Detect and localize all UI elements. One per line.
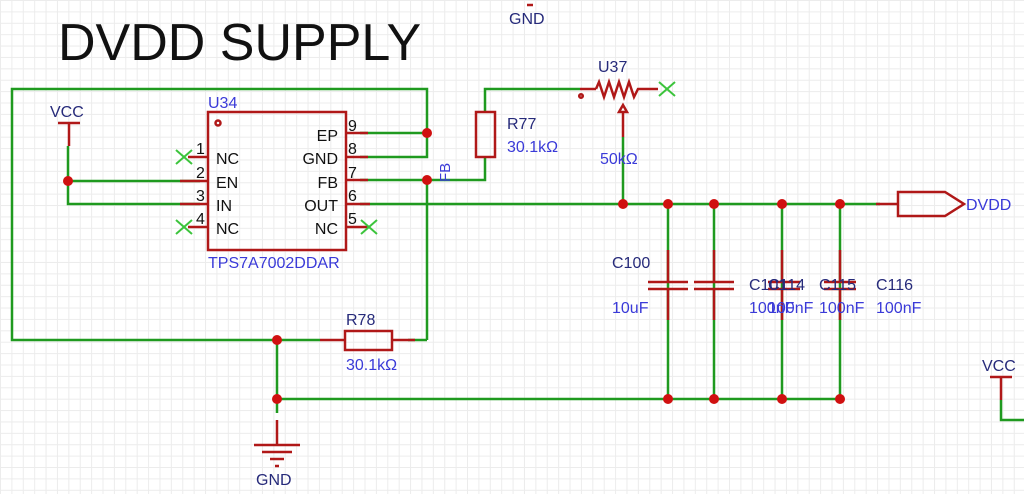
c100-value: 10uF bbox=[612, 300, 649, 317]
capacitor-c114[interactable] bbox=[768, 250, 800, 320]
r78-resistor[interactable] bbox=[320, 329, 415, 352]
c114-ref: C114 bbox=[768, 277, 805, 294]
c101-ref: C101 bbox=[749, 277, 787, 294]
c115-ref: C115 bbox=[819, 277, 856, 294]
pin-name: NC bbox=[216, 221, 239, 238]
sheet-title: DVDD SUPPLY bbox=[58, 14, 421, 72]
c100-ref: C100 bbox=[612, 255, 650, 272]
pin-num: 1 bbox=[196, 141, 205, 158]
r77-resistor[interactable] bbox=[474, 110, 497, 159]
dvdd-label: DVDD bbox=[966, 197, 1011, 214]
r77-ref: R77 bbox=[507, 116, 536, 133]
fb-net-label: FB bbox=[437, 163, 454, 182]
pin-name: NC bbox=[216, 151, 239, 168]
pin-name: EN bbox=[216, 175, 238, 192]
c101-value: 100nF bbox=[749, 300, 795, 317]
pin-name: GND bbox=[302, 151, 338, 168]
pin-num: 6 bbox=[348, 188, 357, 205]
wire-vcc-right[interactable] bbox=[999, 400, 1024, 422]
wire-r77-u37[interactable] bbox=[483, 87, 580, 112]
vcc-left-label: VCC bbox=[50, 104, 84, 121]
dvdd-port[interactable] bbox=[876, 190, 967, 218]
pin1-marker-icon bbox=[214, 119, 222, 127]
pin-name: OUT bbox=[304, 198, 338, 215]
wire-vcc-in[interactable] bbox=[66, 146, 200, 206]
gnd-top-label: GND bbox=[509, 11, 545, 28]
c114-value: 100nF bbox=[768, 300, 814, 317]
pin-num: 3 bbox=[196, 188, 205, 205]
no-connect-icon bbox=[175, 81, 676, 235]
pin-name: NC bbox=[315, 221, 338, 238]
pin-num: 9 bbox=[348, 118, 357, 135]
c115-value: 100nF bbox=[819, 300, 865, 317]
pin-name: IN bbox=[216, 198, 232, 215]
u34-ref: U34 bbox=[208, 95, 237, 112]
r78-ref: R78 bbox=[346, 312, 375, 329]
u34-part: TPS7A7002DDAR bbox=[208, 255, 340, 272]
wire-fb[interactable] bbox=[360, 157, 487, 182]
pin-num: 7 bbox=[348, 165, 357, 182]
u34-ic[interactable] bbox=[180, 110, 370, 252]
pin-num: 4 bbox=[196, 211, 205, 228]
gnd-bottom-label: GND bbox=[256, 472, 292, 489]
junction-dots bbox=[63, 128, 845, 404]
r78-value: 30.1kΩ bbox=[346, 357, 397, 374]
pin-num: 8 bbox=[348, 141, 357, 158]
c116-ref: C116 bbox=[876, 277, 913, 294]
pin-num: 5 bbox=[348, 211, 357, 228]
gnd-bottom-symbol[interactable] bbox=[254, 420, 300, 468]
wire-gnd-pin[interactable] bbox=[360, 133, 429, 159]
pin-num: 2 bbox=[196, 165, 205, 182]
capacitor-c101[interactable] bbox=[694, 250, 734, 320]
u37-potentiometer[interactable] bbox=[577, 78, 658, 137]
wire-ep-gnd-loop[interactable] bbox=[10, 87, 429, 342]
vcc-right-label: VCC bbox=[982, 358, 1016, 375]
capacitor-c100[interactable] bbox=[648, 250, 688, 320]
r77-value: 30.1kΩ bbox=[507, 139, 558, 156]
u37-value: 50kΩ bbox=[600, 151, 638, 168]
capacitor-c115[interactable] bbox=[824, 250, 856, 320]
c116-value: 100nF bbox=[876, 300, 922, 317]
pin-name: EP bbox=[317, 128, 338, 145]
u37-ref: U37 bbox=[598, 59, 627, 76]
pin-name: FB bbox=[318, 175, 338, 192]
